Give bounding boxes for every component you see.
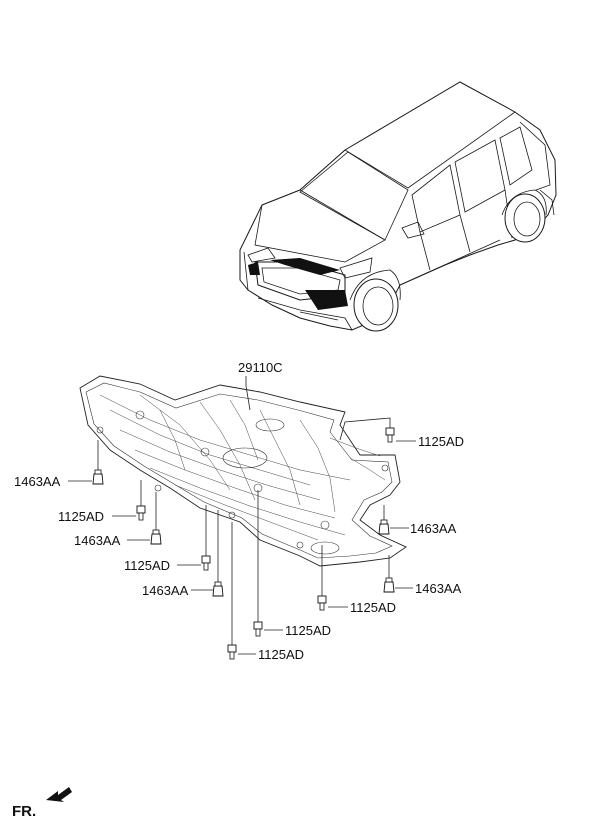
callout-label: 1463AA [142,583,189,598]
part-labels: 29110C 1125AD 1463AA 1125AD 1463AA 1125A… [14,360,464,662]
front-label: FR. [12,803,36,820]
callout-label: 1125AD [124,558,170,573]
callout-label: 1125AD [58,509,104,524]
leader-lines [97,376,391,645]
bolt-icon [385,427,395,443]
callout-label: 1125AD [350,600,396,615]
bolt-icon [201,555,211,571]
clip-icon [150,529,162,545]
callout-label: 1125AD [258,647,304,662]
main-part-label: 29110C [238,360,283,375]
clip-icon [378,519,390,535]
callout-label: 1463AA [14,474,61,489]
bolt-icon [136,505,146,521]
bolt-icon [317,595,327,611]
under-cover-panel [79,375,407,567]
vehicle-illustration [239,81,557,332]
clip-icon [92,469,104,485]
clip-icon [212,581,224,597]
callout-label: 1463AA [410,521,457,536]
clip-icon [383,577,395,593]
callout-label: 1463AA [415,581,462,596]
front-indicator: FR. [12,787,72,820]
callout-label: 1125AD [418,434,464,449]
front-arrow-icon [46,787,72,802]
bolt-icon [227,644,237,660]
callout-label: 1125AD [285,623,331,638]
fasteners [92,427,395,660]
callout-label: 1463AA [74,533,121,548]
bolt-icon [253,621,263,637]
